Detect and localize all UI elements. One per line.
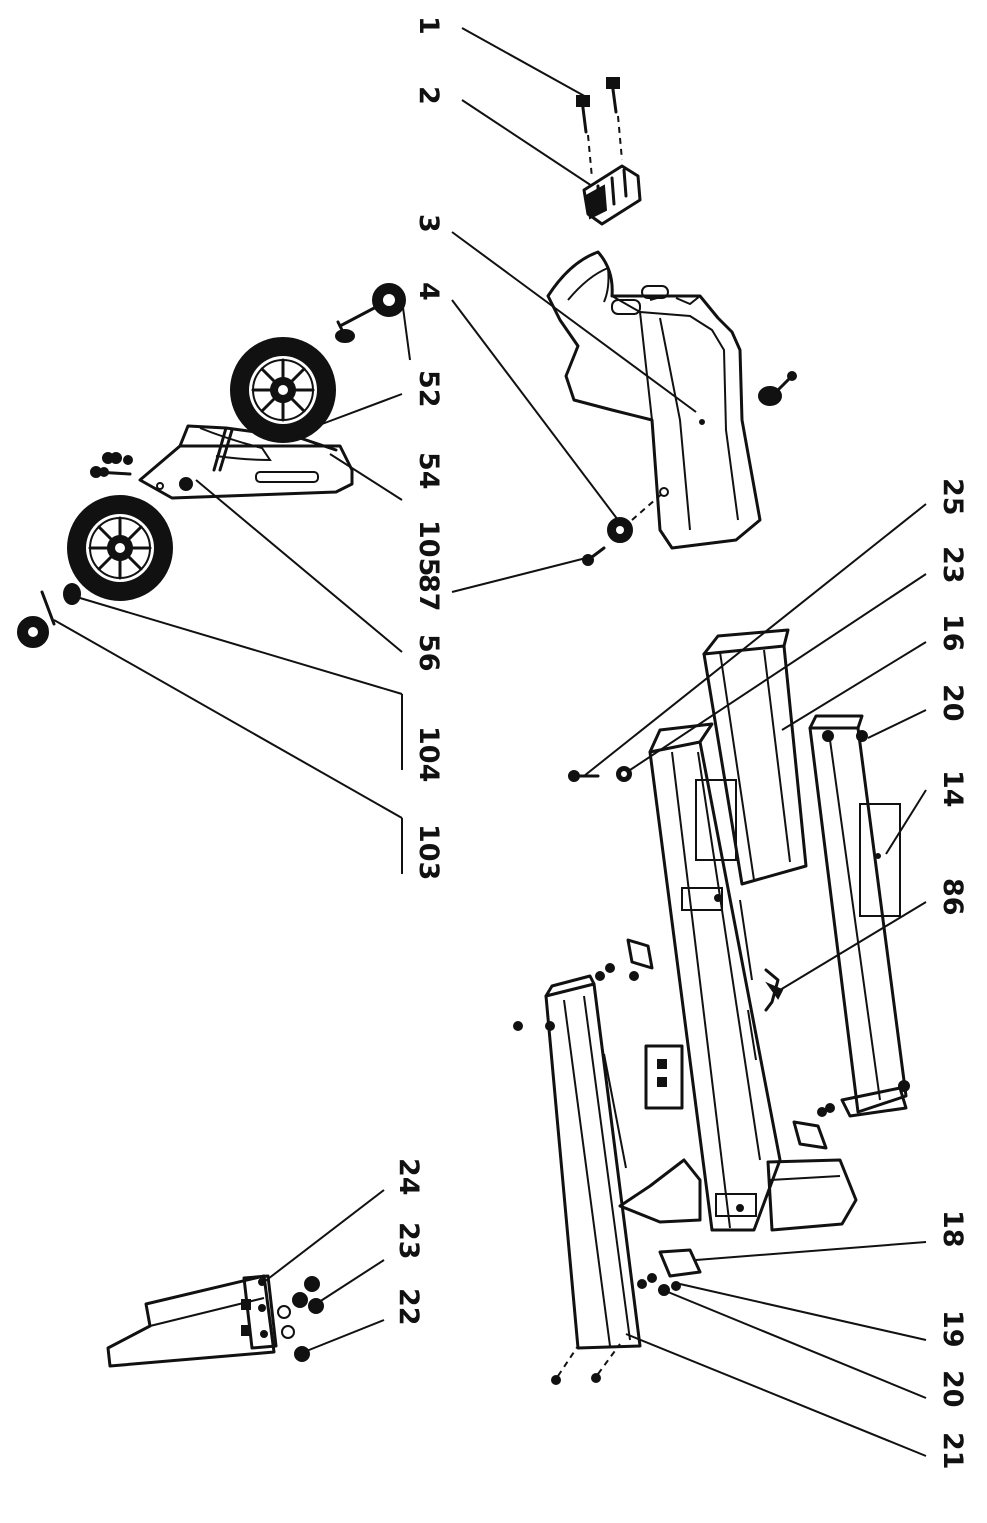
- label-23-top: 23: [937, 546, 968, 584]
- part-25-23-bolt-nut: [568, 766, 632, 782]
- part-labels: 1 2 3 4 52 54 105 87 56 104 103 25 23 16…: [393, 16, 968, 1470]
- part-105-wheel-bracket: [138, 424, 354, 500]
- label-103: 103: [413, 824, 444, 880]
- part-14-side-beam: [808, 714, 910, 1118]
- label-24: 24: [393, 1158, 424, 1196]
- part-1-bolts: [576, 77, 623, 179]
- part-52-hub-cap: [335, 283, 406, 343]
- part-54-wheel-upper: [230, 337, 336, 443]
- base-plate: [618, 1158, 858, 1232]
- label-52: 52: [413, 370, 444, 408]
- label-16: 16: [937, 614, 968, 652]
- part-56-wheel-lower: [67, 495, 173, 601]
- label-20-bottom: 20: [937, 1370, 968, 1408]
- label-4: 4: [413, 282, 444, 301]
- side-knob: [758, 371, 797, 406]
- main-frame-rail: [648, 722, 782, 1232]
- label-25: 25: [937, 478, 968, 516]
- label-56: 56: [413, 634, 444, 672]
- part-104-washer: [63, 583, 81, 605]
- label-18: 18: [937, 1210, 968, 1248]
- part-86-clip: [764, 968, 784, 1012]
- label-22: 22: [393, 1288, 424, 1326]
- part-3-guard-housing: [546, 250, 762, 550]
- label-1: 1: [413, 16, 444, 35]
- label-105: 105: [413, 520, 444, 576]
- frame-brackets: [595, 938, 835, 1150]
- part-18-19-20-bracket-fasteners: [637, 1248, 702, 1296]
- label-2: 2: [413, 86, 444, 105]
- label-19: 19: [937, 1310, 968, 1348]
- label-104: 104: [413, 726, 444, 782]
- part-4-spacer: [607, 487, 669, 543]
- part-103-axle-cap: [17, 590, 56, 648]
- label-20-top: 20: [937, 684, 968, 722]
- label-87: 87: [413, 574, 444, 612]
- label-14: 14: [937, 770, 968, 808]
- part-87-bolts-bracket: [90, 452, 133, 478]
- part-16-upper-beam: [695, 628, 808, 886]
- part-2-handle-bracket: [582, 164, 642, 226]
- label-54: 54: [413, 452, 444, 490]
- label-23-bottom: 23: [393, 1222, 424, 1260]
- label-21: 21: [937, 1432, 968, 1470]
- part-23-22-fasteners: [292, 1276, 324, 1362]
- part-24-foot-plate: [106, 1274, 295, 1368]
- label-3: 3: [413, 214, 444, 233]
- label-86: 86: [937, 878, 968, 916]
- leader-lines: [53, 27, 927, 1457]
- part-21-lower-beam: [513, 974, 642, 1385]
